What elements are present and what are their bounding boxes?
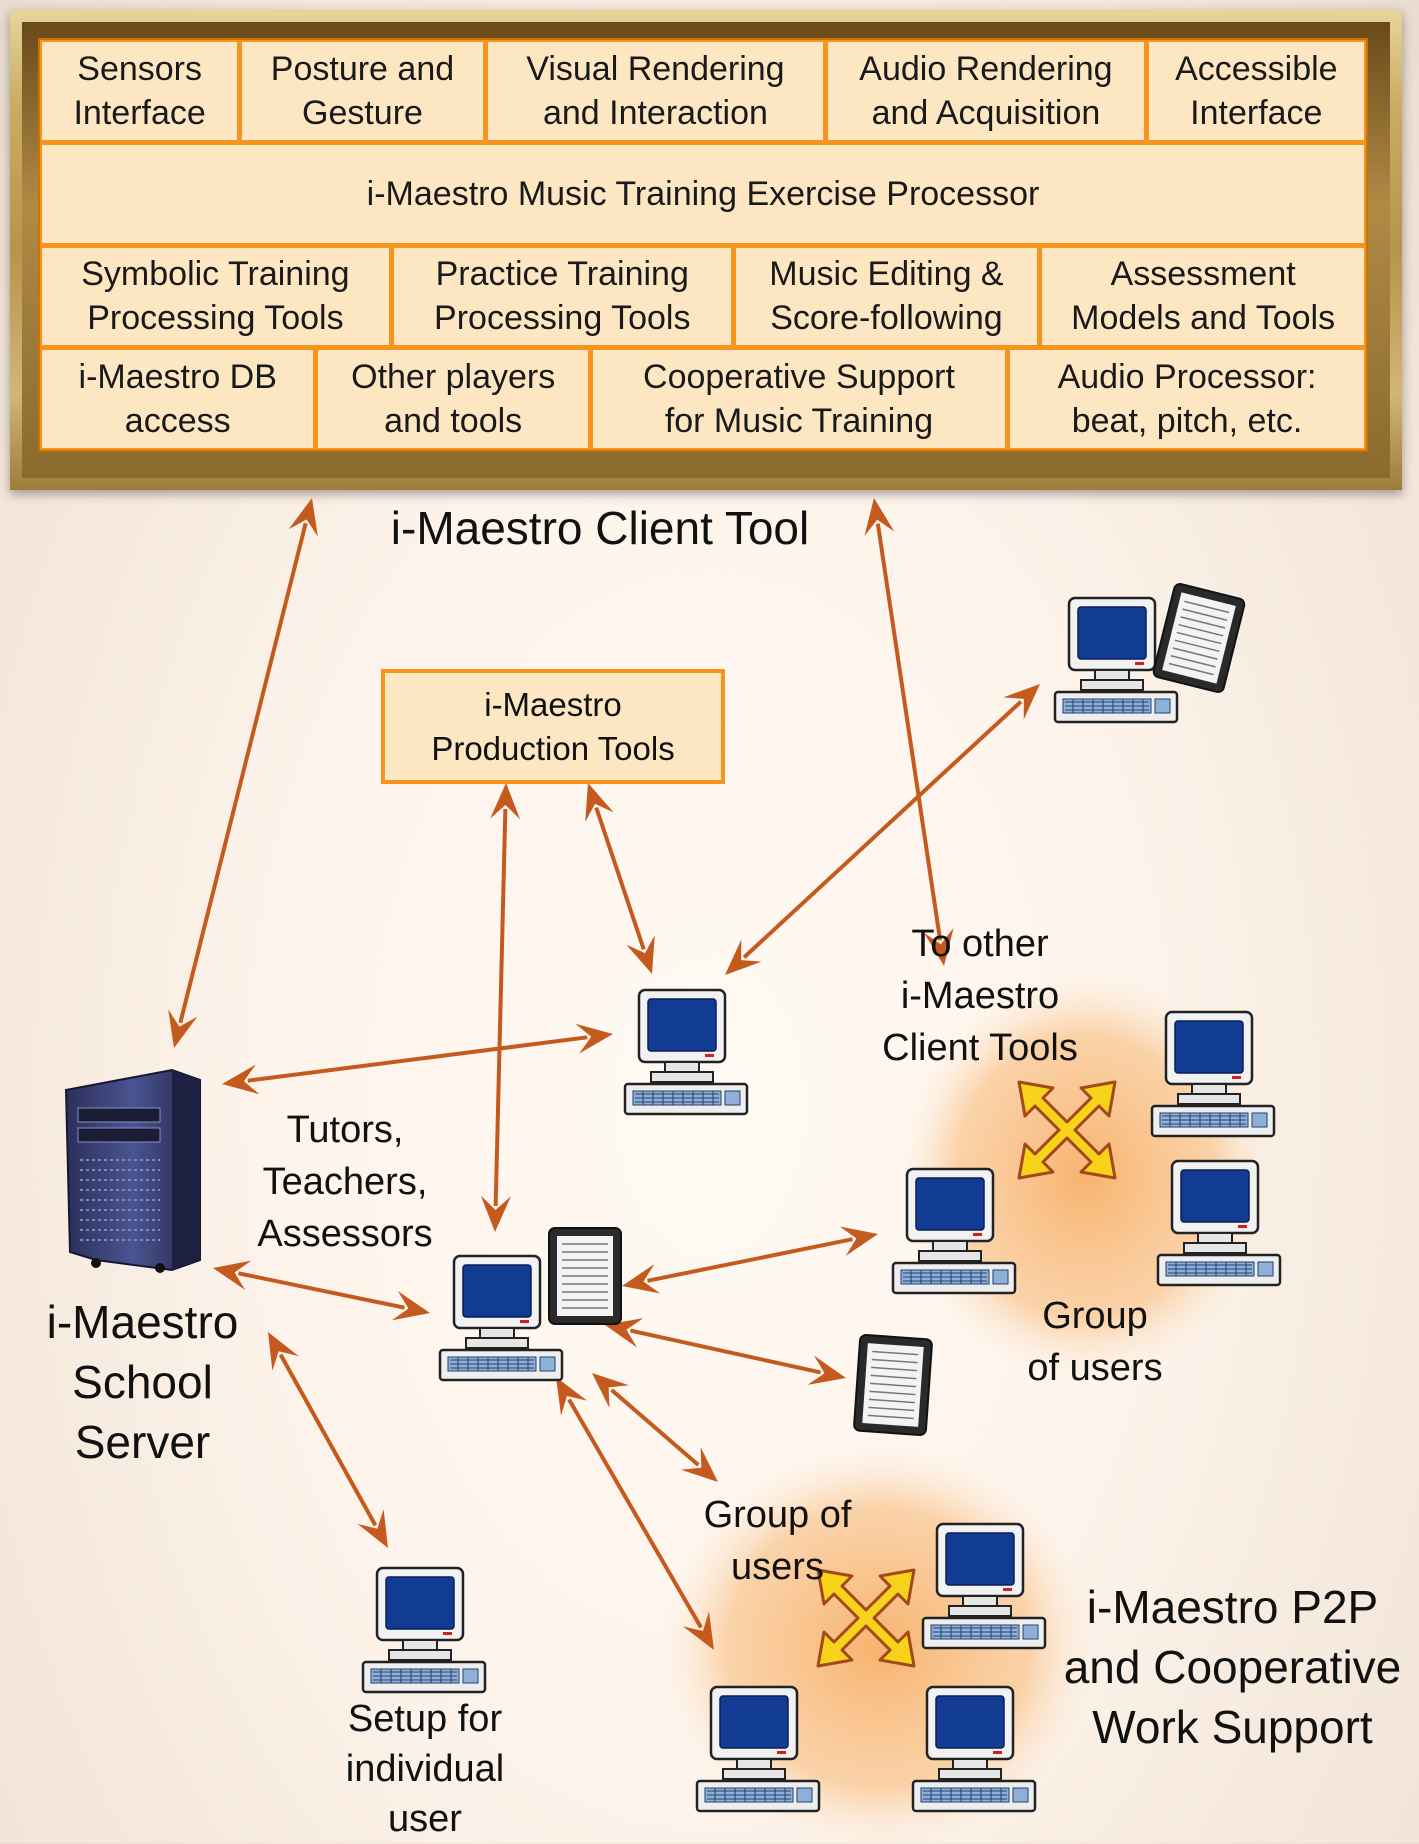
arrow-hub-groupright	[622, 1226, 878, 1294]
panel-row-1: Sensors Interface Posture and Gesture Vi…	[42, 42, 1364, 140]
server-tower-icon	[64, 1068, 201, 1273]
arrow-hub-groupbottom-head-start	[592, 1373, 630, 1408]
module-cooperative-support: Cooperative Support for Music Training	[592, 350, 1006, 448]
arrow-server-hub-head-end	[391, 1291, 430, 1321]
computer-hub	[438, 1254, 564, 1382]
arrow-clienttool-other-shaft	[875, 523, 943, 941]
arrow-hub-p2p-shaft	[567, 1398, 703, 1629]
arrow-production-hub	[480, 783, 521, 1232]
module-music-editing: Music Editing & Score-following	[735, 247, 1038, 346]
tablet-top-right	[1151, 581, 1247, 695]
arrow-server-tutors-head-end	[575, 1023, 613, 1054]
to-other-clients-label: To other i-Maestro Client Tools	[882, 923, 1078, 1069]
arrow-clienttool-server-head-end	[168, 1009, 198, 1048]
arrow-clienttool-other-head-start	[864, 498, 895, 536]
arrow-clienttool-server-shaft	[178, 522, 308, 1024]
arrow-clienttool-other	[864, 498, 954, 966]
individual-user-label: Setup for individual user	[345, 1698, 505, 1840]
arrow-tutors-topright	[725, 684, 1040, 975]
arrow-hub-tablet-shaft	[629, 1328, 822, 1375]
module-db-access: i-Maestro DB access	[42, 350, 314, 448]
arrow-production-tutors-head-start	[585, 783, 614, 822]
module-sensors-interface: Sensors Interface	[42, 42, 238, 140]
arrow-production-tutors-head-end	[626, 935, 655, 974]
arrow-production-tutors-shaft	[594, 807, 646, 950]
arrow-production-hub-head-end	[480, 1195, 511, 1232]
module-symbolic-training: Symbolic Training Processing Tools	[42, 247, 389, 346]
arrow-hub-tablet	[605, 1318, 846, 1385]
arrow-server-individual-head-start	[268, 1332, 299, 1371]
school-server-label: i-Maestro School Server	[46, 1296, 239, 1468]
arrow-tutors-topright-head-start	[725, 939, 762, 975]
arrow-server-tutors	[222, 1023, 613, 1095]
arrow-hub-tablet-head-start	[605, 1318, 644, 1348]
arrow-clienttool-server-head-start	[288, 498, 318, 537]
arrow-hub-groupbottom-head-end	[680, 1447, 718, 1482]
module-other-players: Other players and tools	[318, 350, 588, 448]
arrow-production-tutors	[585, 783, 655, 974]
production-tools-box: i-Maestro Production Tools	[381, 669, 725, 784]
tutors-label: Tutors, Teachers, Assessors	[257, 1109, 433, 1255]
computer-tutors	[623, 988, 749, 1116]
panel-row-3: Symbolic Training Processing Tools Pract…	[42, 247, 1364, 346]
client-tool-title: i-Maestro Client Tool	[390, 502, 810, 554]
arrow-hub-groupbottom	[592, 1373, 718, 1482]
arrow-hub-groupright-head-start	[622, 1264, 661, 1294]
arrow-hub-tablet-head-end	[807, 1355, 846, 1385]
arrow-hub-p2p-head-end	[682, 1611, 714, 1650]
arrow-clienttool-server	[168, 498, 318, 1048]
module-visual-rendering: Visual Rendering and Interaction	[487, 42, 824, 140]
group-users-bottom-label: Group of users	[703, 1494, 852, 1588]
connection-arrows	[168, 498, 1040, 1650]
arrow-hub-p2p-head-start	[556, 1377, 588, 1416]
panel-row-2: i-Maestro Music Training Exercise Proces…	[42, 144, 1364, 243]
tablet-standalone	[852, 1333, 934, 1437]
arrow-hub-p2p	[556, 1377, 714, 1650]
arrow-server-hub-head-start	[213, 1260, 252, 1290]
arrow-server-individual-head-end	[357, 1509, 388, 1548]
module-practice-training: Practice Training Processing Tools	[393, 247, 731, 346]
arrow-clienttool-other-head-end	[923, 928, 954, 966]
computer-group-right-1	[1150, 1010, 1276, 1138]
arrow-server-tutors-shaft	[247, 1035, 588, 1083]
computer-individual	[361, 1566, 487, 1694]
arrow-server-individual-shaft	[278, 1353, 378, 1527]
arrow-tutors-topright-head-end	[1003, 684, 1040, 720]
arrow-server-hub	[213, 1260, 430, 1321]
module-audio-processor: Audio Processor: beat, pitch, etc.	[1010, 350, 1364, 448]
client-tool-panel: Sensors Interface Posture and Gesture Vi…	[38, 38, 1368, 452]
p2p-label: i-Maestro P2P and Cooperative Work Suppo…	[1063, 1581, 1402, 1753]
module-exercise-processor: i-Maestro Music Training Exercise Proces…	[42, 144, 1364, 243]
arrow-server-tutors-head-start	[222, 1064, 260, 1095]
arrow-production-hub-head-start	[490, 783, 521, 820]
arrow-hub-groupright-head-end	[839, 1226, 878, 1256]
arrow-server-individual	[268, 1332, 388, 1548]
arrow-hub-groupright-shaft	[647, 1237, 853, 1283]
module-assessment-models: Assessment Models and Tools	[1042, 247, 1364, 346]
group-users-right-label: Group of users	[1027, 1295, 1163, 1389]
module-posture-gesture: Posture and Gesture	[242, 42, 483, 140]
module-accessible-interface: Accessible Interface	[1148, 42, 1364, 140]
panel-row-4: i-Maestro DB access Other players and to…	[42, 350, 1364, 448]
arrow-hub-groupbottom-shaft	[610, 1388, 700, 1467]
arrow-server-hub-shaft	[238, 1271, 405, 1310]
arrow-production-hub-shaft	[493, 808, 508, 1207]
module-audio-rendering: Audio Rendering and Acquisition	[828, 42, 1144, 140]
tablet-hub	[548, 1227, 622, 1325]
arrow-tutors-topright-shaft	[742, 700, 1023, 959]
